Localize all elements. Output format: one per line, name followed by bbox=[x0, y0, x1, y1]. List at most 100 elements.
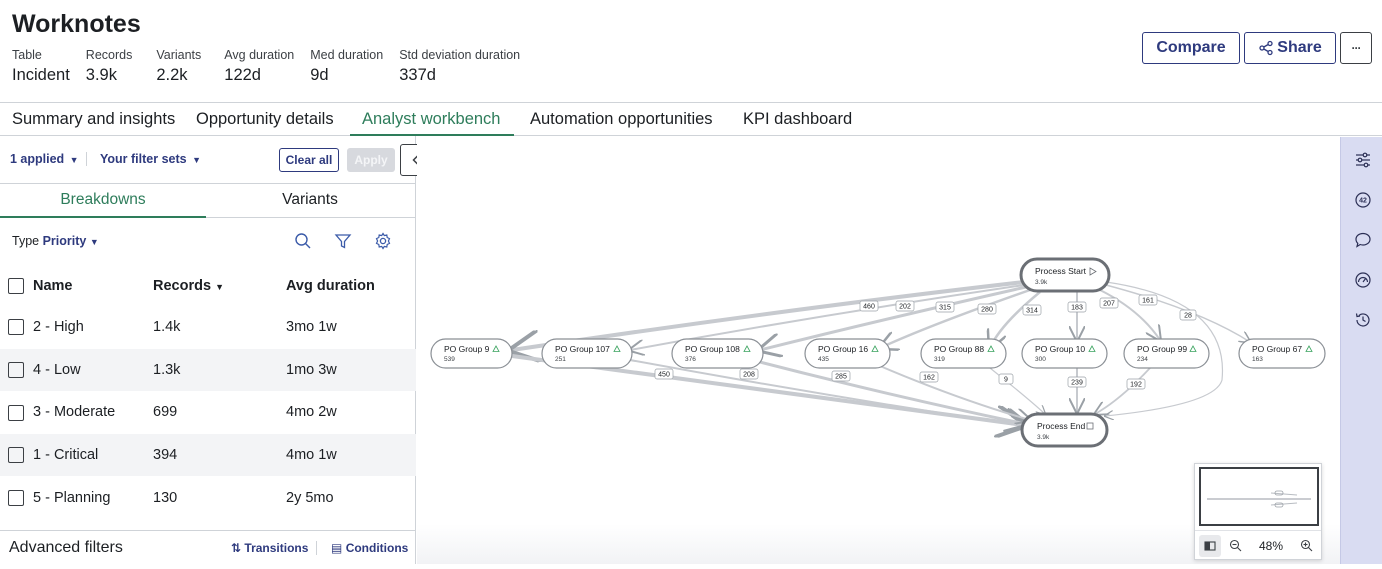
share-button[interactable]: Share bbox=[1244, 32, 1336, 64]
row-checkbox[interactable] bbox=[8, 447, 24, 464]
zoom-out-icon[interactable] bbox=[1229, 539, 1242, 552]
edge-label: 314 bbox=[1022, 304, 1042, 316]
stat-std-deviation: Std deviation duration 337d bbox=[399, 48, 520, 85]
gear-icon[interactable] bbox=[374, 232, 392, 250]
col-records: Records bbox=[153, 278, 212, 294]
conditions-link[interactable]: ▤ Conditions bbox=[331, 541, 408, 555]
history-icon[interactable] bbox=[1354, 311, 1372, 329]
process-start-node[interactable]: Process Start 3.9k bbox=[1019, 257, 1111, 293]
edge-label-text: 208 bbox=[743, 372, 755, 379]
apply-button[interactable]: Apply bbox=[347, 148, 395, 172]
row-checkbox[interactable] bbox=[8, 319, 24, 336]
tab-analyst-workbench[interactable]: Analyst workbench bbox=[350, 103, 514, 136]
row-records: 699 bbox=[153, 404, 178, 421]
edge-label-text: 314 bbox=[1026, 308, 1038, 315]
gauge-icon[interactable] bbox=[1354, 271, 1372, 289]
warning-icon bbox=[1305, 345, 1313, 352]
warning-icon bbox=[1088, 345, 1096, 352]
group-node[interactable]: PO Group 108 376 bbox=[671, 338, 764, 369]
subtab-variants[interactable]: Variants bbox=[282, 191, 338, 208]
minimap-toggle-button[interactable] bbox=[1199, 535, 1221, 557]
row-checkbox[interactable] bbox=[8, 404, 24, 421]
row-checkbox[interactable] bbox=[8, 489, 24, 506]
comment-icon[interactable] bbox=[1354, 231, 1372, 249]
edge-label: 192 bbox=[1126, 378, 1146, 390]
select-all-checkbox[interactable] bbox=[8, 278, 24, 295]
stat-variants: Variants 2.2k bbox=[156, 48, 201, 85]
node-count: 319 bbox=[934, 356, 945, 363]
filter-icon[interactable] bbox=[334, 232, 352, 250]
table-row: 3 - Moderate 699 4mo 2w bbox=[0, 391, 416, 434]
tab-automation-opportunities[interactable]: Automation opportunities bbox=[530, 110, 713, 128]
caret-down-icon: ▼ bbox=[69, 155, 79, 165]
edge-label-text: 207 bbox=[1103, 301, 1115, 308]
col-records-sort[interactable]: Records ▼ bbox=[153, 266, 286, 306]
stat-records: Records 3.9k bbox=[86, 48, 133, 85]
right-toolbar: 42 bbox=[1340, 137, 1382, 564]
process-end-node[interactable]: Process End 3.9k bbox=[1020, 412, 1109, 448]
applied-label: 1 applied bbox=[10, 152, 65, 166]
zoom-level: 48% bbox=[1259, 539, 1284, 553]
minimap: 48% bbox=[1194, 463, 1322, 560]
tab-kpi-dashboard[interactable]: KPI dashboard bbox=[743, 110, 853, 128]
col-avg-duration: Avg duration bbox=[286, 278, 375, 294]
tab-opportunity-details[interactable]: Opportunity details bbox=[196, 110, 334, 128]
stats-row: Table Incident Records 3.9k Variants 2.2… bbox=[12, 48, 537, 85]
stat-label: Variants bbox=[156, 48, 202, 62]
stat-value: Incident bbox=[12, 66, 70, 84]
filter-sets-dropdown[interactable]: Your filter sets ▼ bbox=[100, 152, 201, 166]
edge-label: 28 bbox=[1179, 309, 1197, 321]
number-badge-icon[interactable]: 42 bbox=[1354, 191, 1372, 209]
header: Worknotes Table Incident Records 3.9k Va… bbox=[0, 0, 1382, 102]
breakdown-table: Name Records ▼ Avg duration 2 - High 1.4… bbox=[0, 266, 416, 519]
divider bbox=[86, 152, 87, 166]
applied-filters-dropdown[interactable]: 1 applied ▼ bbox=[10, 152, 79, 166]
transitions-link[interactable]: ⇅ Transitions bbox=[231, 541, 308, 555]
conditions-label: Conditions bbox=[345, 541, 409, 555]
group-node[interactable]: PO Group 99 234 bbox=[1123, 338, 1210, 369]
process-map-canvas[interactable]: 460 202 315 280 314 183 207 161 28 450 2… bbox=[417, 137, 1340, 564]
group-node[interactable]: PO Group 16 435 bbox=[804, 338, 891, 369]
caret-down-icon: ▼ bbox=[89, 237, 99, 247]
row-name: 4 - Low bbox=[33, 348, 153, 392]
svg-text:42: 42 bbox=[1359, 198, 1367, 205]
zoom-in-icon[interactable] bbox=[1300, 539, 1313, 552]
edge-label-text: 315 bbox=[939, 305, 951, 312]
database-icon: ▤ bbox=[331, 541, 343, 555]
edge-labels: 460 202 315 280 314 183 207 161 28 450 2… bbox=[654, 294, 1197, 390]
node-name: PO Group 16 bbox=[818, 344, 868, 354]
clear-all-label: Clear all bbox=[285, 153, 333, 167]
tab-summary-insights[interactable]: Summary and insights bbox=[12, 110, 176, 128]
edge-label: 239 bbox=[1067, 376, 1087, 388]
group-node[interactable]: PO Group 67 163 bbox=[1238, 338, 1326, 369]
group-node[interactable]: PO Group 88 319 bbox=[920, 338, 1007, 369]
type-selector[interactable]: Type Priority ▼ bbox=[12, 234, 99, 248]
clear-all-button[interactable]: Clear all bbox=[279, 148, 339, 172]
filter-sets-label: Your filter sets bbox=[100, 152, 187, 166]
subtab-breakdowns[interactable]: Breakdowns bbox=[0, 184, 206, 218]
group-node[interactable]: PO Group 10 300 bbox=[1021, 338, 1108, 369]
share-icon bbox=[1259, 40, 1273, 56]
panel-subtabs: Breakdowns Variants bbox=[0, 184, 416, 218]
caret-down-icon: ▼ bbox=[192, 155, 202, 165]
group-node[interactable]: PO Group 9 539 bbox=[430, 338, 513, 369]
node-name: PO Group 67 bbox=[1252, 344, 1302, 354]
chevron-left-icon bbox=[412, 154, 420, 166]
type-value: Priority bbox=[42, 234, 87, 248]
minimap-viewport[interactable] bbox=[1199, 467, 1319, 526]
edge-label-text: 239 bbox=[1071, 380, 1083, 387]
search-icon[interactable] bbox=[294, 232, 312, 250]
warning-icon bbox=[613, 345, 621, 352]
edge-label-text: 280 bbox=[981, 307, 993, 314]
group-node[interactable]: PO Group 107 251 bbox=[541, 338, 633, 369]
warning-icon bbox=[743, 345, 751, 352]
more-options-button[interactable]: ··· bbox=[1340, 32, 1372, 64]
warning-icon bbox=[987, 345, 995, 352]
compare-button[interactable]: Compare bbox=[1142, 32, 1240, 64]
node-count: 251 bbox=[555, 356, 566, 363]
edge-label: 450 bbox=[654, 368, 674, 380]
group-nodes: PO Group 9 539 PO Group 107 251 PO Group… bbox=[430, 338, 1326, 369]
row-name: 3 - Moderate bbox=[33, 404, 116, 421]
row-checkbox[interactable] bbox=[8, 361, 24, 378]
sliders-icon[interactable] bbox=[1354, 151, 1372, 169]
